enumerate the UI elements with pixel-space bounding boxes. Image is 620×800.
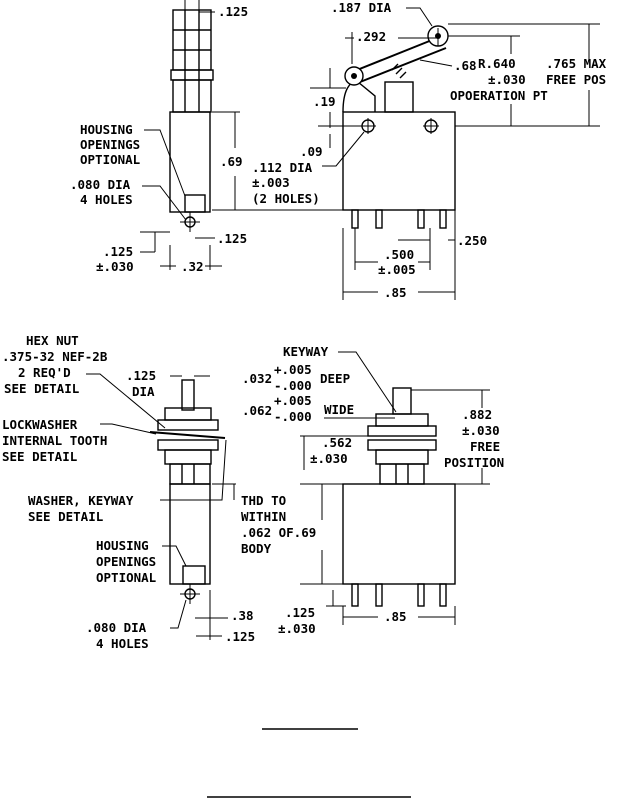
front-hex-nut-upper xyxy=(375,413,429,427)
front-hex-nut-lower xyxy=(375,449,429,465)
keyway-label: KEYWAY xyxy=(283,344,329,359)
thd-label-2: WITHIN xyxy=(241,509,286,524)
front-body xyxy=(342,111,456,211)
keyway-width-plus: +.005 xyxy=(274,393,312,408)
operation-point-label: OPOERATION PT xyxy=(450,88,548,103)
top-side-view: .125 HOUSING OPENINGS OPTIONAL .080 DIA … xyxy=(70,0,248,274)
bushing-dim-562-tol: ±.030 xyxy=(310,451,348,466)
free-label: FREE xyxy=(470,439,500,454)
keyway-depth-minus: -.000 xyxy=(274,378,312,393)
top-hole-count: 4 HOLES xyxy=(80,192,133,207)
side-housing-opening xyxy=(184,194,206,213)
washer-upper xyxy=(157,419,219,431)
hole-dia-label: .112 DIA xyxy=(252,160,313,175)
roller-lever xyxy=(351,37,438,73)
free-height-tol: ±.030 xyxy=(462,423,500,438)
max-free-dim: .765 MAX xyxy=(546,56,607,71)
thread-section xyxy=(169,463,211,485)
keyway-wide-label: WIDE xyxy=(324,402,354,417)
bottom-housing-label-2: OPENINGS xyxy=(96,554,156,569)
top-housing-label-3: OPTIONAL xyxy=(80,152,141,167)
top-housing-label-2: OPENINGS xyxy=(80,137,140,152)
front-washer-lower xyxy=(367,439,437,451)
top-housing-label-1: HOUSING xyxy=(80,122,133,137)
side-body xyxy=(169,111,211,213)
thd-label-1: THD TO xyxy=(241,493,286,508)
hex-nut-lower xyxy=(164,449,212,465)
front-thread-section xyxy=(379,463,425,485)
roller-dia-label: .187 DIA xyxy=(331,0,392,15)
bushing-plunger xyxy=(181,379,195,411)
keyway-width-minus: -.000 xyxy=(274,409,312,424)
actuator-upper xyxy=(172,9,212,71)
dim-250: .250 xyxy=(457,233,487,248)
bottom-housing-label-3: OPTIONAL xyxy=(96,570,157,585)
free-pos-label: FREE POS xyxy=(546,72,606,87)
bushing-dia-word: DIA xyxy=(132,384,155,399)
bottom-side-view: HEX NUT .375-32 NEF-2B 2 REQ'D SEE DETAI… xyxy=(2,333,316,651)
dim-19: .19 xyxy=(313,94,336,109)
keyway-width: .062 xyxy=(242,403,272,418)
free-height-dim: .882 xyxy=(462,407,492,422)
lockwasher-label-2: INTERNAL TOOTH xyxy=(2,433,107,448)
top-dim-125-right: .125 xyxy=(217,231,247,246)
bottom-hole-count: 4 HOLES xyxy=(96,636,149,651)
thd-label-3: .062 OF.69 xyxy=(241,525,316,540)
bottom-dim-85: .85 xyxy=(384,609,407,624)
top-dim-85: .85 xyxy=(384,285,407,300)
lever-dim-68: .68 xyxy=(454,58,477,73)
lockwasher-label-1: LOCKWASHER xyxy=(2,417,78,432)
hex-nut-label-3: 2 REQ'D xyxy=(18,365,71,380)
hex-nut-label-2: .375-32 NEF-2B xyxy=(2,349,108,364)
terminal-dim-125: .125 xyxy=(285,605,315,620)
top-hole-dia: .080 DIA xyxy=(70,177,131,192)
bottom-hole-dia: .080 DIA xyxy=(86,620,147,635)
top-tol-030-b: ±.030 xyxy=(96,259,134,274)
dim-500: .500 xyxy=(384,247,414,262)
front-washer-upper xyxy=(367,425,437,437)
thd-label-4: BODY xyxy=(241,541,272,556)
bottom-housing-label-1: HOUSING xyxy=(96,538,149,553)
bottom-side-body xyxy=(169,483,211,585)
hex-nut-label-1: HEX NUT xyxy=(26,333,79,348)
bottom-terminals xyxy=(351,583,447,607)
bottom-dim-125: .125 xyxy=(225,629,255,644)
actuator-base xyxy=(172,79,212,113)
washer-keyway-label-2: SEE DETAIL xyxy=(28,509,104,524)
washer-lower xyxy=(157,439,219,451)
front-bushing-plunger xyxy=(392,387,412,415)
lockwasher xyxy=(149,431,226,439)
actuator-collar xyxy=(170,69,214,81)
front-plunger xyxy=(384,81,414,113)
dim-09: .09 xyxy=(300,144,323,159)
washer-keyway-label-1: WASHER, KEYWAY xyxy=(28,493,134,508)
bottom-housing-opening xyxy=(182,565,206,585)
keyway-depth: .032 xyxy=(242,371,272,386)
hole-dia-tol: ±.003 xyxy=(252,175,290,190)
top-front-view: .187 DIA .292 .68 R.640 ±.030 OPOERATION… xyxy=(212,0,607,300)
top-dim-32: .32 xyxy=(181,259,204,274)
hole-count-label: (2 HOLES) xyxy=(252,191,320,206)
bottom-front-body xyxy=(342,483,456,585)
top-stem-width: .125 xyxy=(218,4,248,19)
top-dim-125-left: .125 xyxy=(103,244,133,259)
keyway-deep-label: DEEP xyxy=(320,371,350,386)
bottom-dim-38: .38 xyxy=(231,608,254,623)
bushing-dim-562: .562 xyxy=(322,435,352,450)
bottom-front-view: KEYWAY .032 +.005 -.000 DEEP .062 +.005 … xyxy=(242,344,504,636)
terminal-dim-tol: ±.030 xyxy=(278,621,316,636)
lever-radius: R.640 xyxy=(478,56,516,71)
lever-radius-tol: ±.030 xyxy=(488,72,526,87)
position-label: POSITION xyxy=(444,455,504,470)
lever-dim-292: .292 xyxy=(356,29,386,44)
bushing-dia: .125 xyxy=(126,368,156,383)
top-terminals xyxy=(351,209,447,229)
dim-69: .69 xyxy=(220,154,243,169)
keyway-depth-plus: +.005 xyxy=(274,362,312,377)
hex-nut-label-4: SEE DETAIL xyxy=(4,381,80,396)
lockwasher-label-3: SEE DETAIL xyxy=(2,449,78,464)
dim-500-tol: ±.005 xyxy=(378,262,416,277)
